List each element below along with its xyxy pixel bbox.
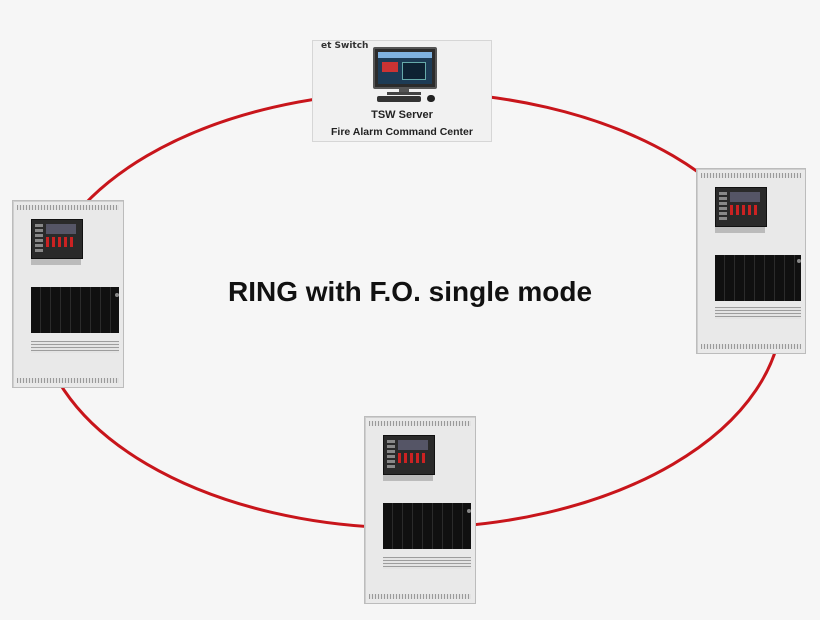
panel-display [31,219,83,259]
module-bay [31,287,119,333]
panel-display [383,435,435,475]
mouse-icon [427,95,435,102]
server-top-caption: et Switch [321,41,369,51]
server-name-label: TSW Server [371,109,433,121]
panel-display [715,187,767,227]
module-bay [383,503,471,549]
module-bay [715,255,801,301]
keyboard-icon [377,96,421,102]
monitor-base [387,92,421,95]
fire-panel-bottom [364,416,476,604]
diagram-title: RING with F.O. single mode [227,276,593,307]
monitor-stand [399,87,409,93]
tsw-server-node: et Switch TSW Server Fire Alarm Command … [312,40,492,142]
server-role-label: Fire Alarm Command Center [331,126,473,138]
fire-panel-right [696,168,806,354]
monitor-icon [373,47,437,89]
fire-panel-left [12,200,124,388]
